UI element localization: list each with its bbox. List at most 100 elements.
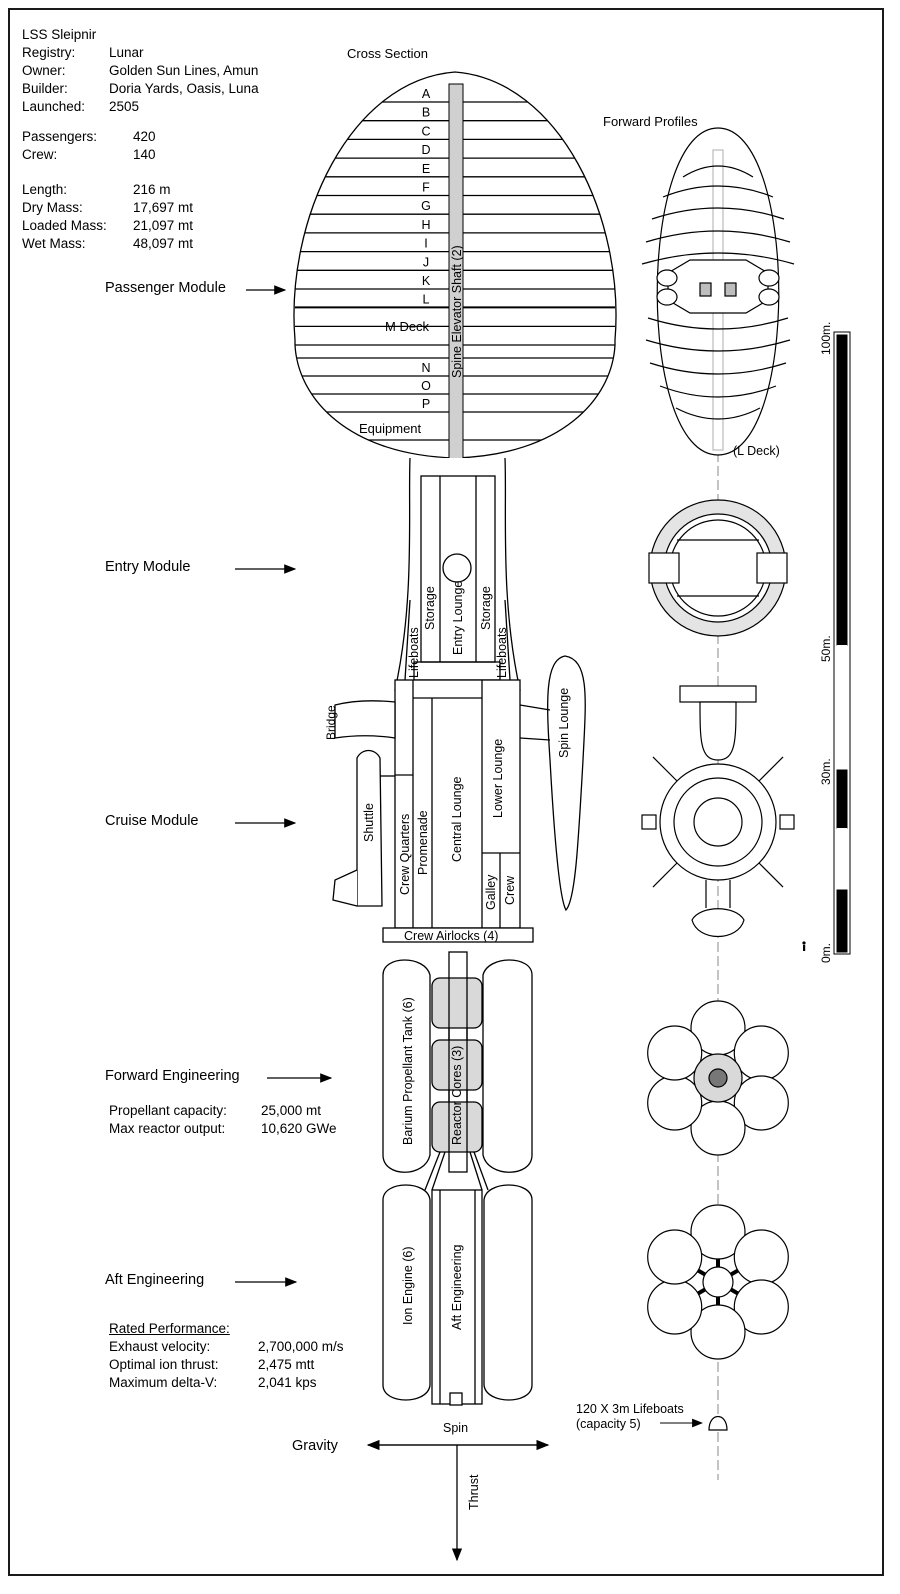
- lifeboats-left-label: Lifeboats: [407, 627, 421, 678]
- shuttle-label: Shuttle: [362, 803, 376, 842]
- spec-value: 216 m: [133, 182, 171, 197]
- reactor-core-2: [431, 1039, 483, 1091]
- bridge-outline: [334, 700, 396, 739]
- spec-key: Optimal ion thrust:: [109, 1357, 219, 1372]
- spec-value: 420: [133, 129, 156, 144]
- spec-key: Propellant capacity:: [109, 1103, 227, 1118]
- spec-key: Registry:: [22, 45, 76, 60]
- spec-value: 2,041 kps: [258, 1375, 317, 1390]
- ship-name: LSS Sleipnir: [22, 27, 97, 42]
- bridge-label: Bridge: [324, 705, 338, 740]
- reactor-core-3: [431, 1101, 483, 1153]
- cruise-module: [332, 655, 586, 943]
- spin-lounge-outline: [547, 655, 586, 912]
- spec-value: 140: [133, 147, 156, 162]
- spec-value: 17,697 mt: [133, 200, 194, 215]
- force-vectors: [366, 1439, 550, 1562]
- spec-key: Wet Mass:: [22, 236, 86, 251]
- gravity-label: Gravity: [292, 1438, 339, 1454]
- entry-airlock-circle: [442, 553, 472, 583]
- deck-letter: K: [422, 274, 431, 288]
- cruise-module-label: Cruise Module: [105, 813, 199, 829]
- spec-key: Loaded Mass:: [22, 218, 107, 233]
- spec-value: 10,620 GWe: [261, 1121, 337, 1136]
- spec-key: Length:: [22, 182, 68, 197]
- profile-passenger-module: [641, 127, 795, 456]
- spec-key: Launched:: [22, 99, 86, 114]
- spec-key: Owner:: [22, 63, 66, 78]
- spec-value: 2,475 mtt: [258, 1357, 315, 1372]
- m-deck-label: M Deck: [385, 319, 430, 334]
- lifeboat-note-1: 120 X 3m Lifeboats: [576, 1402, 684, 1416]
- profile-aft-engineering: [647, 1204, 789, 1360]
- thrust-label: Thrust: [467, 1474, 481, 1510]
- deck-letter: F: [422, 181, 430, 195]
- scale-label-30: 30m.: [819, 758, 833, 785]
- lifeboat-icon: [708, 1415, 728, 1431]
- crew-room-label: Crew: [503, 875, 517, 905]
- passenger-module-label: Passenger Module: [105, 280, 226, 296]
- spec-key: Passengers:: [22, 129, 98, 144]
- deck-letter: E: [422, 162, 430, 176]
- forward-profiles-heading: Forward Profiles: [603, 114, 698, 129]
- spine-elevator-label: Spine Elevator Shaft (2): [450, 245, 464, 378]
- aft-engineering-label: Aft Engineering: [105, 1272, 205, 1288]
- lifeboat-note-2: (capacity 5): [576, 1417, 641, 1431]
- deck-letter: O: [421, 379, 431, 393]
- spec-key: Exhaust velocity:: [109, 1339, 211, 1354]
- propellant-tank-left: [382, 959, 431, 1173]
- ion-engine-label: Ion Engine (6): [401, 1246, 415, 1325]
- deck-letter: H: [421, 218, 430, 232]
- spin-lounge-label: Spin Lounge: [557, 688, 571, 758]
- spec-key: Builder:: [22, 81, 68, 96]
- central-lounge-label: Central Lounge: [450, 776, 464, 862]
- performance-title: Rated Performance:: [109, 1321, 230, 1336]
- storage-left-label: Storage: [423, 586, 437, 630]
- deck-letter: J: [423, 255, 429, 269]
- spec-key: Maximum delta-V:: [109, 1375, 218, 1390]
- reactor-core-1: [431, 977, 483, 1029]
- aft-engineering: [382, 1184, 533, 1406]
- scale-label-0: 0m.: [819, 943, 833, 963]
- spec-value: Doria Yards, Oasis, Luna: [109, 81, 259, 96]
- deck-letter: B: [422, 106, 430, 120]
- promenade-label: Promenade: [416, 810, 430, 875]
- reactor-cores-label: Reactor Cores (3): [450, 1046, 464, 1145]
- spin-label: Spin: [443, 1421, 468, 1435]
- deck-letter: A: [422, 87, 431, 101]
- module-arrows: [235, 285, 333, 1287]
- diagram-frame: [8, 8, 884, 1576]
- passenger-hull-upper: [293, 71, 617, 341]
- profile-cruise-module: [641, 685, 795, 938]
- deck-letter: I: [424, 237, 427, 251]
- ion-engine-left: [382, 1184, 431, 1401]
- equipment-label: Equipment: [359, 421, 422, 436]
- crew-airlocks-label: Crew Airlocks (4): [404, 929, 498, 943]
- spec-value: 21,097 mt: [133, 218, 194, 233]
- human-scale-icon: [802, 941, 806, 951]
- scale-label-100: 100m.: [819, 322, 833, 355]
- spec-value: 25,000 mt: [261, 1103, 322, 1118]
- storage-right-label: Storage: [479, 586, 493, 630]
- profile-forward-engineering: [647, 1000, 789, 1156]
- shuttle-outline: [356, 749, 383, 907]
- deck-letter: G: [421, 199, 431, 213]
- crew-quarters-label: Crew Quarters: [398, 814, 412, 895]
- scale-label-50: 50m.: [819, 635, 833, 662]
- cross-section-heading: Cross Section: [347, 46, 428, 61]
- entry-lounge-label: Entry Lounge: [451, 581, 465, 655]
- spec-value: 48,097 mt: [133, 236, 194, 251]
- lower-lounge-label: Lower Lounge: [491, 739, 505, 818]
- deck-letter: L: [423, 293, 430, 307]
- scale-bar: [833, 331, 851, 955]
- spec-value: Golden Sun Lines, Amun: [109, 63, 259, 78]
- spec-value: Lunar: [109, 45, 144, 60]
- forward-engineering: [382, 951, 533, 1191]
- profile-entry-module: [648, 499, 788, 637]
- l-deck-label: (L Deck): [733, 444, 780, 458]
- entry-module-label: Entry Module: [105, 559, 191, 575]
- deck-letter: C: [421, 124, 430, 138]
- propellant-tank-right: [482, 959, 533, 1173]
